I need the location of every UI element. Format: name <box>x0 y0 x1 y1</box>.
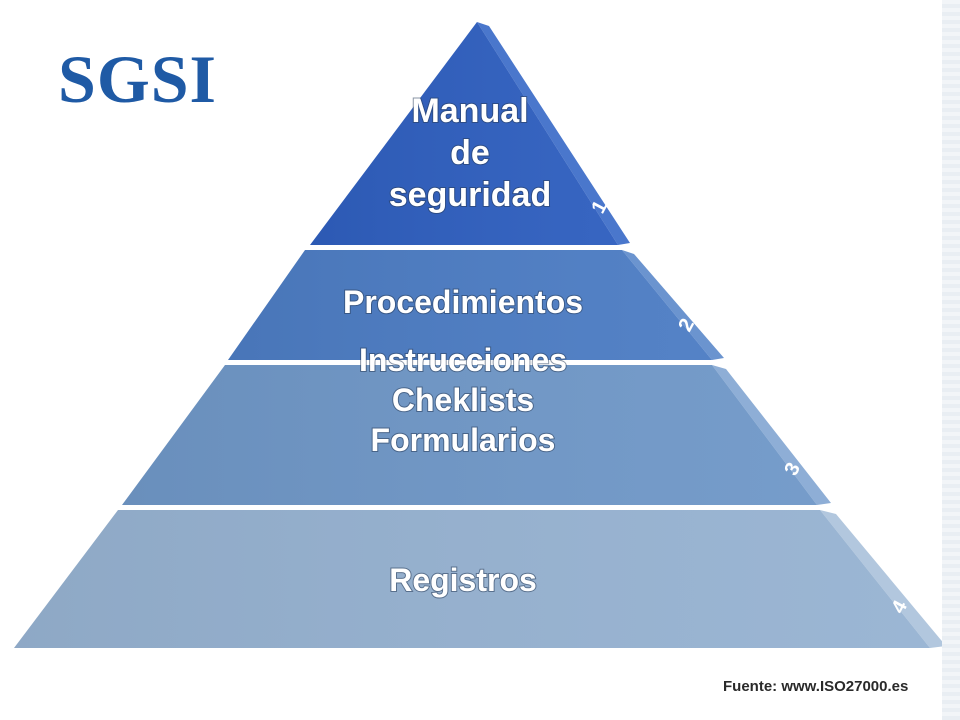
pyramid-level-label: Procedimientos <box>343 284 583 320</box>
pyramid-level-shading <box>14 510 930 648</box>
source-caption: Fuente: www.ISO27000.es <box>723 678 909 695</box>
pyramid-level-side <box>820 510 946 648</box>
pyramid-level-side <box>622 250 724 360</box>
page-title: SGSI <box>58 41 217 117</box>
pyramid-level-label: Instrucciones <box>359 342 567 378</box>
pyramid-level-shading <box>122 365 817 505</box>
pyramid-level-shading <box>228 250 712 360</box>
pyramid-level-label: Registros <box>389 562 537 598</box>
pyramid-level-label: de <box>450 134 490 172</box>
pyramid-level-shading <box>310 22 618 245</box>
pyramid-level-label: Cheklists <box>392 382 534 418</box>
pyramid-level-label: seguridad <box>389 176 551 214</box>
pyramid-level-side <box>477 22 630 245</box>
pyramid-level-label: Manual <box>411 92 528 130</box>
decorative-edge <box>942 0 960 720</box>
pyramid-level-label: Formularios <box>371 422 556 458</box>
pyramid-level-side <box>712 365 831 505</box>
